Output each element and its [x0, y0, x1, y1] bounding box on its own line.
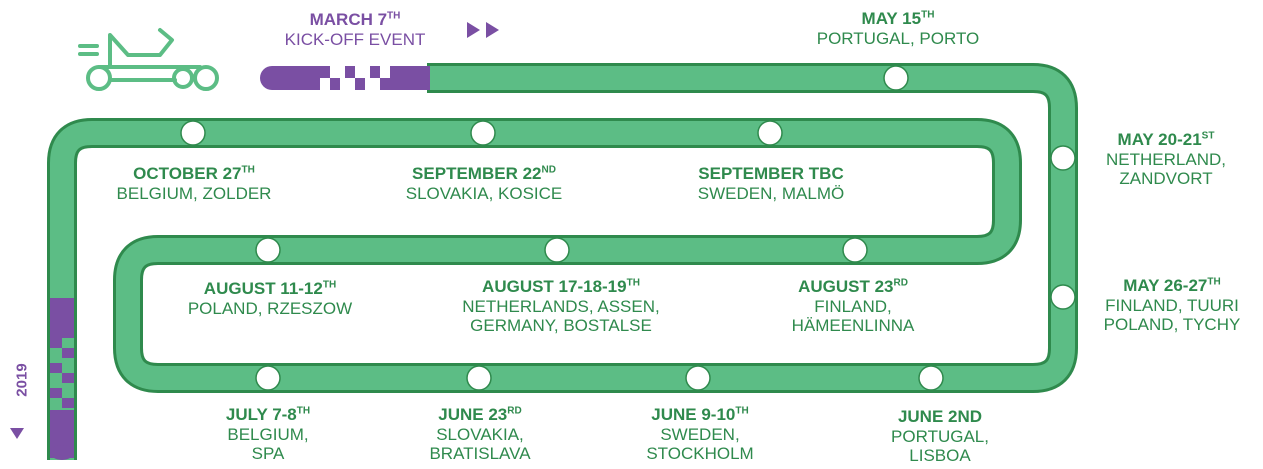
event-label-zolder: OCTOBER 27TH BELGIUM, ZOLDER: [116, 164, 272, 203]
event-label-tuuri: MAY 26-27TH FINLAND, TUURI POLAND, TYCHY: [1103, 276, 1241, 335]
finish-checkered-flag: [50, 298, 74, 460]
event-label-spa: JULY 7-8TH BELGIUM, SPA: [225, 405, 311, 464]
year-label: 2019: [13, 363, 31, 397]
start-checkered-flag: [260, 66, 430, 90]
start-place: KICK-OFF EVENT: [284, 29, 426, 49]
kart-icon: [78, 28, 219, 91]
stop-dot-stockholm: [685, 365, 711, 391]
stop-dot-kosice: [470, 120, 496, 146]
start-date: MARCH 7TH: [309, 10, 401, 29]
event-label-stockholm: JUNE 9-10TH SWEDEN, STOCKHOLM: [646, 405, 754, 464]
event-label-zandvort: MAY 20-21ST NETHERLAND, ZANDVORT: [1106, 130, 1226, 189]
race-track-fill: [50, 66, 1075, 460]
stop-dot-zandvort: [1050, 145, 1076, 171]
event-label-rzeszow: AUGUST 11-12TH POLAND, RZESZOW: [187, 279, 353, 318]
event-label-porto: MAY 15TH PORTUGAL, PORTO: [816, 9, 980, 48]
stop-dot-hameenlinna: [842, 237, 868, 263]
event-label-malmo: SEPTEMBER TBC SWEDEN, MALMÖ: [697, 164, 845, 203]
stop-dot-rzeszow: [255, 237, 281, 263]
stop-dot-zolder: [180, 120, 206, 146]
stop-dot-spa: [255, 365, 281, 391]
event-label-hameenlinna: AUGUST 23RD FINLAND, HÄMEENLINNA: [791, 277, 915, 336]
stop-dot-malmo: [757, 120, 783, 146]
stop-dot-assen: [544, 237, 570, 263]
event-label-assen: AUGUST 17-18-19TH NETHERLANDS, ASSEN, GE…: [462, 277, 660, 336]
event-label-bratislava: JUNE 23RD SLOVAKIA, BRATISLAVA: [429, 405, 531, 464]
start-label: MARCH 7TH KICK-OFF EVENT: [285, 10, 426, 49]
stop-dot-lisboa: [918, 365, 944, 391]
event-label-kosice: SEPTEMBER 22ND SLOVAKIA, KOSICE: [405, 164, 563, 203]
arrow-down-icon: [10, 428, 24, 439]
stop-dot-porto: [883, 65, 909, 91]
stop-dot-bratislava: [466, 365, 492, 391]
stop-dot-tuuri: [1050, 284, 1076, 310]
event-label-lisboa: JUNE 2ND PORTUGAL, LISBOA: [891, 407, 989, 466]
fast-forward-icon: [467, 22, 505, 43]
